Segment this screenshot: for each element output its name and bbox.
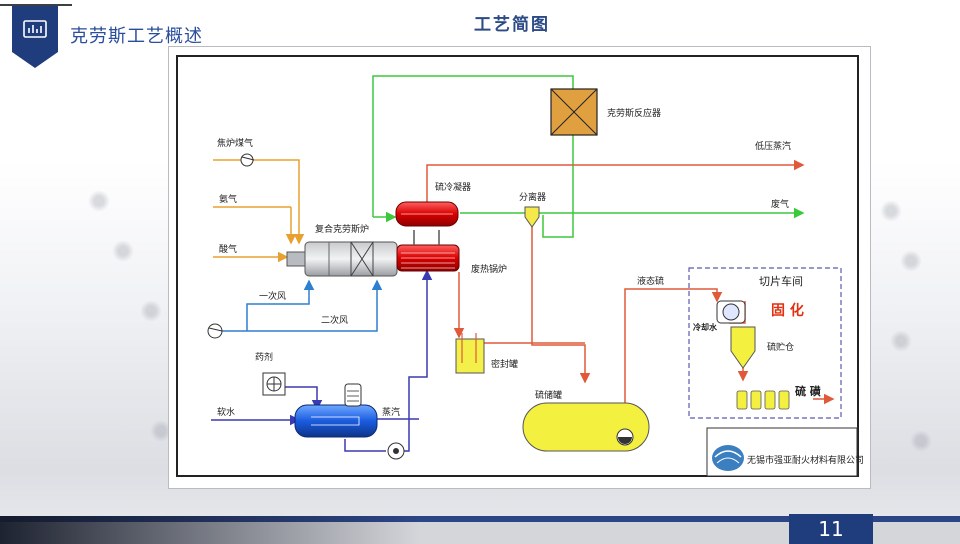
chemical-line (285, 386, 323, 411)
footer-shadow (0, 516, 420, 544)
composite-claus-furnace (286, 241, 398, 277)
label-sulfur-storage-tank: 硫储罐 (535, 389, 562, 401)
secondary-air-line (247, 279, 383, 332)
label-company: 无锡市强亚耐火材料有限公司 (747, 454, 864, 466)
diagram-border (176, 55, 859, 477)
section-badge (12, 6, 58, 68)
label-ammonia: 氨气 (219, 193, 237, 205)
label-slicing-workshop: 切片车间 (759, 274, 803, 288)
liquid-sulfur-line (624, 288, 723, 427)
background-dot (910, 430, 932, 452)
diagram-title: 工艺简图 (474, 15, 550, 35)
label-acid-gas: 酸气 (219, 243, 237, 255)
label-liquid-sulfur: 液态硫 (637, 275, 664, 287)
sulfur-condenser (395, 201, 459, 227)
feedwater-pump-icon (387, 442, 405, 460)
background-dot (150, 420, 172, 442)
label-steam: 蒸汽 (382, 406, 400, 418)
label-low-pressure-steam: 低压蒸汽 (755, 140, 791, 152)
process-diagram: 焦炉煤气 氨气 酸气 一次风 二次风 复合克劳斯炉 硫冷凝器 分离器 克劳斯反应… (168, 46, 871, 489)
background-dot (890, 330, 912, 352)
label-separator: 分离器 (519, 191, 546, 203)
seal-tank (455, 338, 485, 374)
sulfur-silo (730, 326, 756, 369)
company-logo-icon (712, 445, 744, 471)
sulfur-bags (736, 390, 790, 410)
coke-gas-valve-icon (240, 153, 255, 167)
footer-bar (0, 516, 960, 522)
label-solidification: 固 化 (771, 302, 804, 319)
chart-icon (23, 20, 47, 38)
separator (524, 206, 540, 228)
section-title: 克劳斯工艺概述 (70, 26, 203, 47)
waste-heat-boiler (396, 230, 460, 272)
claus-reactor (550, 88, 598, 136)
process-flow-svg: 焦炉煤气 氨气 酸气 一次风 二次风 复合克劳斯炉 硫冷凝器 分离器 克劳斯反应… (176, 55, 864, 477)
feedwater-line (344, 439, 386, 452)
separator-drain-line (531, 225, 591, 384)
label-cooling-water: 冷却水 (693, 322, 718, 332)
steam-drum (294, 383, 378, 438)
primary-air-line (246, 279, 315, 331)
label-sulfur-silo: 硫贮仓 (767, 341, 794, 353)
page-number: 11 (789, 514, 873, 544)
label-secondary-air: 二次风 (321, 314, 348, 326)
background-dot (140, 300, 162, 322)
label-sulfur-product: 硫 磺 (795, 384, 821, 398)
label-sulfur-condenser: 硫冷凝器 (435, 181, 471, 193)
label-coke-oven-gas: 焦炉煤气 (217, 137, 253, 149)
lp-steam-line (426, 159, 805, 205)
boiler-feed-line (404, 269, 433, 452)
green-line (372, 75, 574, 217)
background-dot (88, 190, 110, 212)
green-line (542, 135, 574, 238)
header-rule (0, 4, 72, 6)
label-chemicals: 药剂 (255, 351, 273, 363)
label-primary-air: 一次风 (259, 290, 286, 302)
label-composite-furnace: 复合克劳斯炉 (315, 223, 369, 235)
air-blower-icon (207, 323, 223, 339)
flaker-drum (716, 300, 746, 324)
background-dot (900, 250, 922, 272)
label-waste-heat-boiler: 废热锅炉 (471, 263, 507, 275)
background-dot (880, 200, 902, 222)
label-seal-tank: 密封罐 (491, 358, 518, 370)
slicing-workshop-box (688, 267, 842, 419)
sulfur-storage-tank (522, 402, 650, 452)
chemical-dosing-unit (262, 372, 286, 396)
label-claus-reactor: 克劳斯反应器 (607, 107, 661, 119)
label-soft-water: 软水 (217, 406, 235, 418)
label-tail-gas: 废气 (771, 198, 789, 210)
background-dot (112, 240, 134, 262)
